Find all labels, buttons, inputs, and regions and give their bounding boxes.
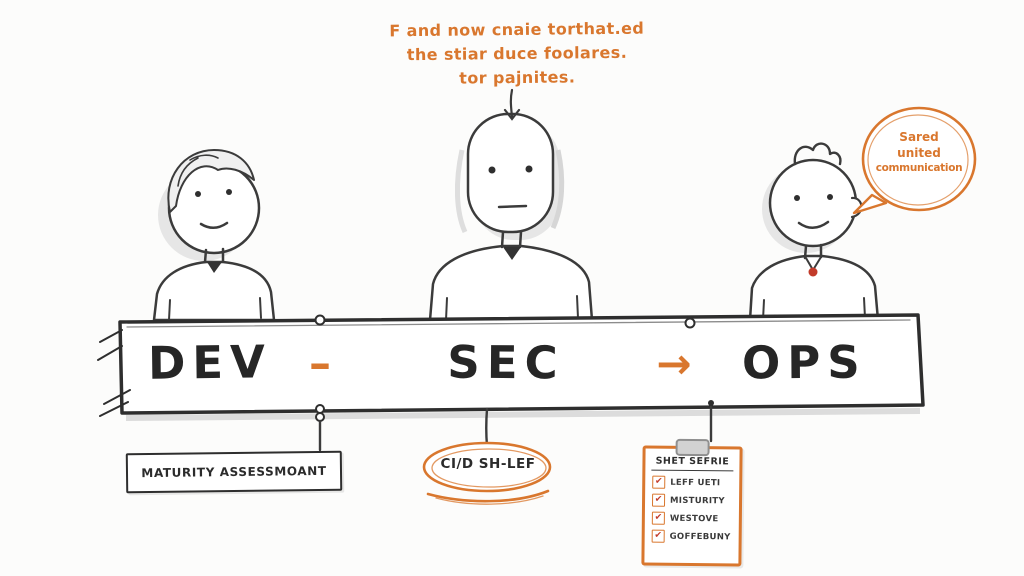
down-arrow-icon <box>503 88 521 121</box>
maturity-assessment-box: MATURITY ASSESSMOANT <box>125 450 343 494</box>
checklist-item-label: MISTURITY <box>670 495 725 506</box>
speech-bubble-shape <box>852 106 977 215</box>
checklist-item-label: WESTOVE <box>669 513 719 524</box>
banner-label-ops: OPS <box>741 335 867 390</box>
checklist-item-label: GOFFEBUNY <box>669 531 731 542</box>
checklist-item: ✔ MISTURITY <box>651 493 732 508</box>
dash-separator-icon: – <box>309 338 331 389</box>
checkbox-checked-icon: ✔ <box>652 475 666 489</box>
checkbox-checked-icon: ✔ <box>651 529 665 543</box>
shift-left-oval-shape <box>422 441 552 505</box>
top-annotation: F and now cnaie torthat.ed the stiar duc… <box>352 16 683 91</box>
annotation-line-2: the stiar duce foolares. <box>406 42 628 65</box>
bubble-line-3: communication <box>875 162 963 175</box>
annotation-line-3: tor pajnites. <box>459 67 576 88</box>
checklist-item: ✔ LEFF UETI <box>652 475 732 490</box>
checkbox-checked-icon: ✔ <box>651 493 666 507</box>
right-person-figure <box>748 142 880 322</box>
shift-left-label: CI/D SH-LEF <box>440 456 536 472</box>
bubble-line-2: united <box>897 146 941 161</box>
left-person-figure <box>152 149 276 322</box>
annotation-line-1: F and now cnaie torthat.ed <box>389 18 645 41</box>
checklist-clipboard: SHET SEFRIE ✔ LEFF UETI ✔ MISTURITY ✔ WE… <box>641 438 743 567</box>
banner-shape <box>97 313 925 422</box>
checkbox-checked-icon: ✔ <box>651 511 665 525</box>
banner-label-sec: SEC <box>447 335 565 390</box>
banner-label-dev: DEV <box>147 335 273 390</box>
checklist-item-label: LEFF UETI <box>670 477 721 488</box>
checklist-item: ✔ GOFFEBUNY <box>651 529 732 544</box>
maturity-assessment-label: MATURITY ASSESSMOANT <box>141 463 327 481</box>
checklist-title: SHET SEFRIE <box>651 455 734 472</box>
speech-bubble-text: Sared united communication <box>864 129 974 176</box>
checklist-item: ✔ WESTOVE <box>651 511 732 526</box>
clipboard-clip-icon <box>675 438 710 457</box>
middle-person-figure <box>428 112 594 322</box>
arrow-separator-icon: → <box>656 339 692 388</box>
bubble-line-1: Sared <box>899 130 939 144</box>
